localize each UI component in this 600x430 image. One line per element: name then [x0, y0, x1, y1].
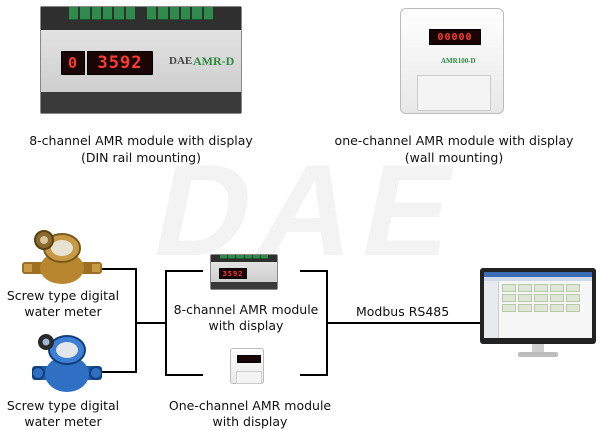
wall-module-caption-line1: one-channel AMR module with display — [334, 133, 574, 148]
module-top-label-line2: with display — [208, 318, 284, 333]
wall-module-terminal-cover — [417, 75, 491, 111]
rs485-link-line — [326, 322, 480, 324]
meter-top-label-line1: Screw type digital — [6, 288, 120, 303]
module-bracket-right-bottom — [300, 374, 328, 376]
diagram-wall-module-terminal-cover — [236, 371, 262, 384]
module-bracket-left-top — [165, 270, 203, 272]
din-module-photo: 0 3592 DAE AMR-D — [40, 6, 242, 114]
monitor-stand-base — [518, 352, 558, 357]
din-module-brand: AMR-D — [193, 54, 235, 68]
rs485-link-label: Modbus RS485 — [356, 304, 450, 319]
meter-top-connector — [102, 268, 136, 270]
module-bottom-label: One-channel AMR module with display — [150, 398, 350, 430]
diagram-wall-module-led — [237, 355, 261, 363]
diagram-wall-module — [230, 348, 264, 384]
blue-water-meter-icon — [31, 330, 103, 396]
module-bracket-right-top — [300, 270, 328, 272]
meter-bracket-vertical — [135, 268, 137, 373]
diagram-din-module-top-rail — [211, 255, 277, 263]
module-bottom-label-line2: with display — [212, 414, 288, 429]
meter-top-label-line2: water meter — [24, 304, 102, 319]
meter-bus-link — [135, 322, 165, 324]
module-top-label-line1: 8-channel AMR module — [173, 302, 319, 317]
module-bottom-label-line1: One-channel AMR module — [168, 398, 332, 413]
din-module-brand-prefix: DAE — [169, 55, 193, 67]
module-top-label: 8-channel AMR module with display — [164, 302, 328, 334]
module-bracket-left-bottom — [165, 374, 203, 376]
diagram-din-module: 3592 — [210, 254, 278, 290]
meter-bottom-connector — [102, 371, 136, 373]
meter-bottom-label: Screw type digital water meter — [0, 398, 126, 430]
din-module-terminals — [69, 7, 213, 20]
din-module-led-display: 3592 — [87, 51, 153, 75]
wall-module-caption-line2: (wall mounting) — [404, 150, 504, 165]
din-module-led-prefix: 0 — [61, 51, 85, 75]
din-module-bottom-rail — [41, 91, 241, 113]
brass-water-meter-icon — [22, 228, 102, 288]
wall-module-photo: 00000 AMR100-D — [400, 8, 504, 114]
meter-top-label: Screw type digital water meter — [0, 288, 126, 320]
module-bracket-left-vertical — [165, 270, 167, 376]
wall-module-brand: AMR100-D — [441, 57, 476, 65]
brand-watermark: DAE — [142, 137, 478, 283]
din-module-caption: 8-channel AMR module with display (DIN r… — [10, 132, 272, 166]
din-module-caption-line2: (DIN rail mounting) — [80, 150, 201, 165]
din-module-caption-line1: 8-channel AMR module with display — [29, 133, 253, 148]
wall-module-led-display: 00000 — [429, 29, 481, 45]
monitor-stand-neck — [532, 344, 544, 352]
diagram-din-module-bottom-rail — [211, 282, 277, 289]
wall-module-caption: one-channel AMR module with display (wal… — [316, 132, 592, 166]
diagram-din-module-led: 3592 — [219, 268, 247, 279]
meter-bottom-label-line2: water meter — [24, 414, 102, 429]
monitor-screen — [484, 272, 592, 338]
diagram-din-module-terminals — [220, 255, 268, 260]
meter-bottom-label-line1: Screw type digital — [6, 398, 120, 413]
computer-monitor-icon — [480, 268, 596, 360]
din-module-top-rail — [41, 7, 241, 31]
